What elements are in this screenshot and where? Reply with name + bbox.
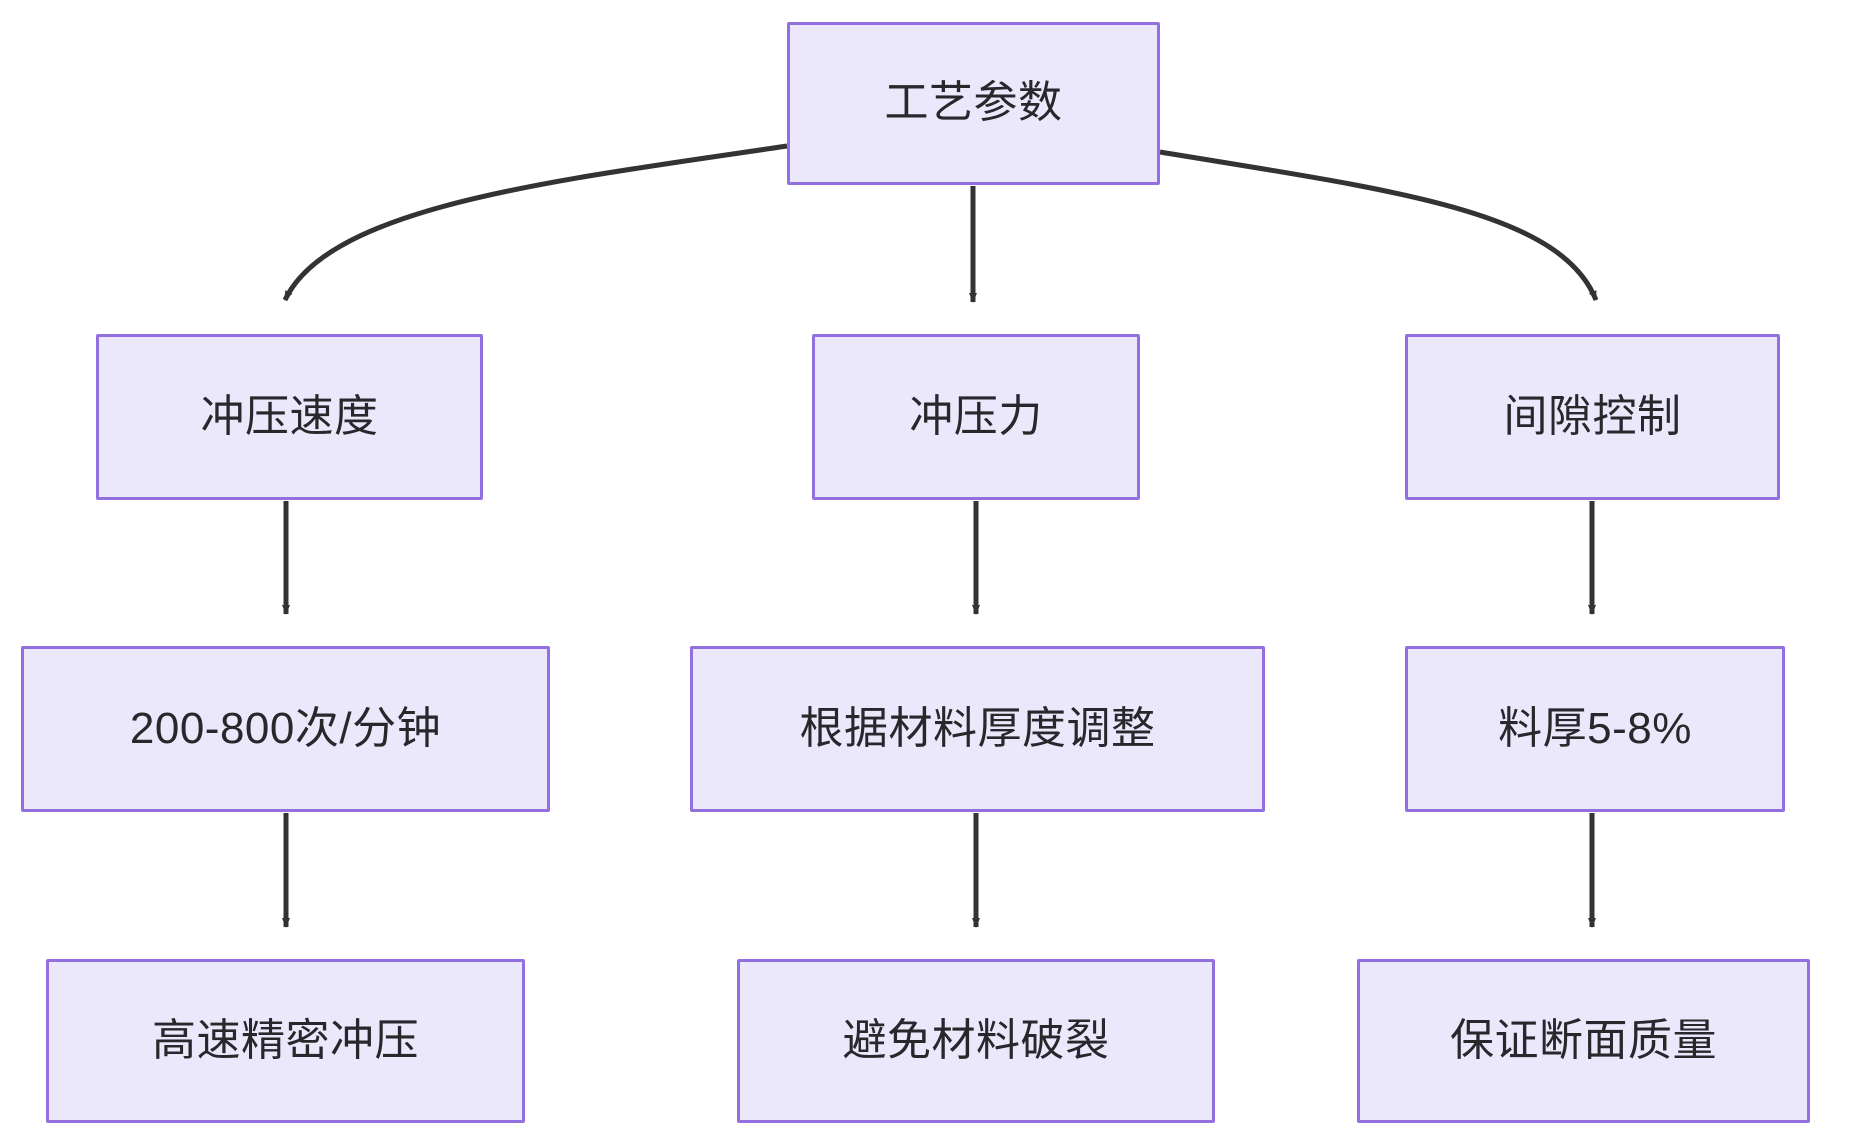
node-label: 间隙控制 xyxy=(1503,391,1682,441)
node-label: 根据材料厚度调整 xyxy=(799,703,1156,753)
node-label: 冲压速度 xyxy=(200,391,379,441)
node-process-parameters[interactable]: 工艺参数 xyxy=(787,22,1160,185)
node-speed-outcome[interactable]: 高速精密冲压 xyxy=(46,959,525,1123)
node-clearance-control[interactable]: 间隙控制 xyxy=(1405,334,1780,500)
node-speed-value[interactable]: 200-800次/分钟 xyxy=(21,646,550,812)
node-clearance-value[interactable]: 料厚5-8% xyxy=(1405,646,1785,812)
node-stamping-force[interactable]: 冲压力 xyxy=(812,334,1140,500)
node-force-value[interactable]: 根据材料厚度调整 xyxy=(690,646,1265,812)
node-label: 工艺参数 xyxy=(884,78,1063,128)
edge-root-to-clearance xyxy=(1159,149,1599,301)
node-stamping-speed[interactable]: 冲压速度 xyxy=(96,334,483,500)
node-label: 冲压力 xyxy=(909,391,1043,441)
node-label: 200-800次/分钟 xyxy=(129,703,442,753)
node-label: 避免材料破裂 xyxy=(842,1015,1110,1065)
node-label: 料厚5-8% xyxy=(1498,703,1692,753)
node-label: 保证断面质量 xyxy=(1450,1015,1717,1065)
node-label: 高速精密冲压 xyxy=(152,1015,419,1065)
edge-root-to-speed xyxy=(282,143,788,302)
node-clearance-outcome[interactable]: 保证断面质量 xyxy=(1357,959,1810,1123)
node-force-outcome[interactable]: 避免材料破裂 xyxy=(737,959,1215,1123)
